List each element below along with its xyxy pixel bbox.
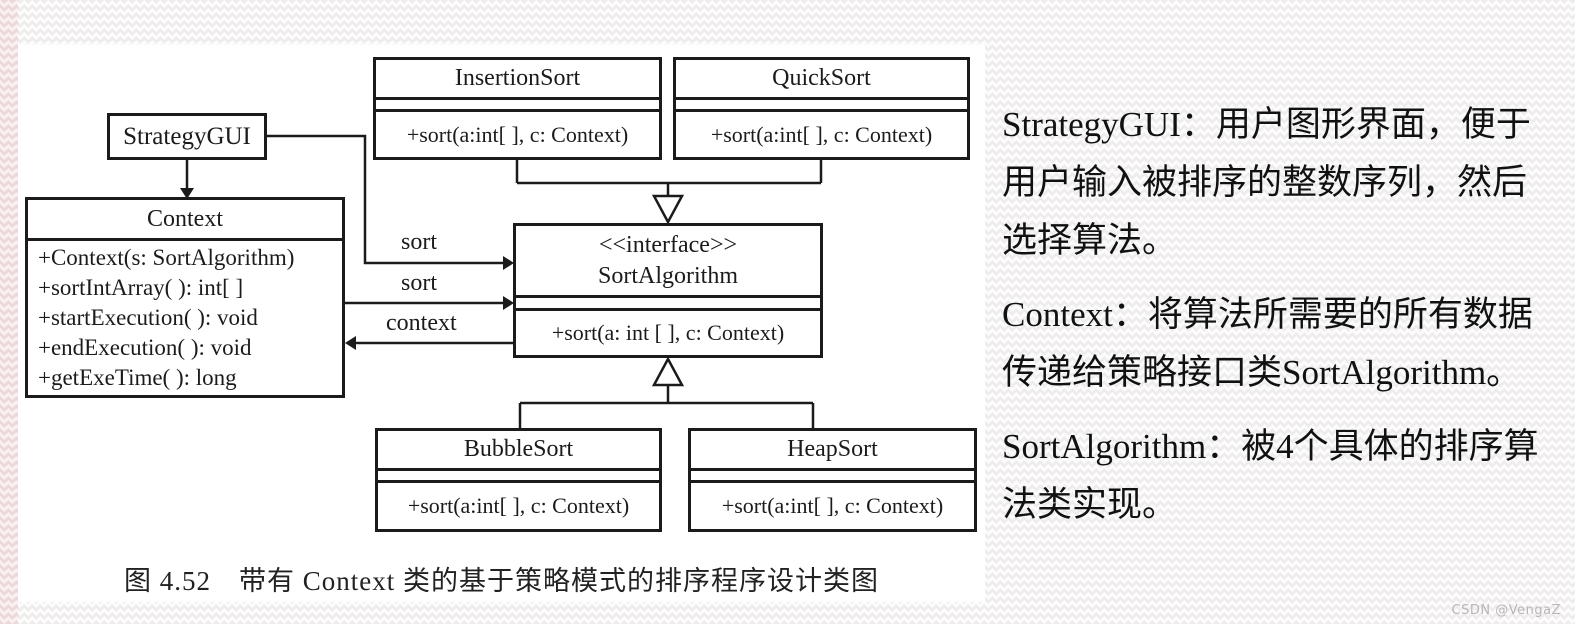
edge-label-sort-top: sort bbox=[401, 229, 437, 255]
realization-top-classes bbox=[515, 160, 823, 225]
realization-bottom-classes bbox=[518, 356, 815, 428]
class-name-insertionsort: InsertionSort bbox=[376, 60, 659, 100]
class-box-heapsort: HeapSort +sort(a:int[ ], c: Context) bbox=[688, 428, 977, 532]
empty-attributes-compartment bbox=[378, 471, 659, 483]
figure-caption: 图 4.52 带有 Context 类的基于策略模式的排序程序设计类图 bbox=[124, 566, 879, 596]
annotation-line: 选择算法。 bbox=[1002, 221, 1178, 260]
class-box-insertionsort: InsertionSort +sort(a:int[ ], c: Context… bbox=[373, 57, 662, 160]
class-box-quicksort: QuickSort +sort(a:int[ ], c: Context) bbox=[673, 57, 970, 160]
annotation-line: Context：将算法所需要的所有数据 bbox=[1002, 295, 1533, 334]
csdn-watermark: CSDN @VengaZ bbox=[1451, 603, 1561, 618]
empty-attributes-compartment bbox=[516, 298, 820, 311]
empty-attributes-compartment bbox=[376, 100, 659, 112]
figure-panel: StrategyGUI Context +Context(s: SortAlgo… bbox=[18, 45, 985, 602]
class-box-strategygui: StrategyGUI bbox=[107, 113, 267, 160]
method-item: +sort(a:int[ ], c: Context) bbox=[710, 121, 933, 147]
class-name-bubblesort: BubbleSort bbox=[378, 431, 659, 471]
class-name-context: Context bbox=[28, 200, 342, 241]
annotation-context: Context：将算法所需要的所有数据 传递给策略接口类SortAlgorith… bbox=[1002, 286, 1568, 402]
method-item: +sort(a: int [ ], c: Context) bbox=[551, 320, 785, 345]
annotation-line: StrategyGUI：用户图形界面，便于 bbox=[1002, 105, 1531, 144]
method-item: +sort(a:int[ ], c: Context) bbox=[406, 121, 629, 147]
method-item: +sort(a:int[ ], c: Context) bbox=[407, 493, 630, 518]
annotation-strategygui: StrategyGUI：用户图形界面，便于 用户输入被排序的整数序列，然后 选择… bbox=[1002, 96, 1568, 270]
annotation-line: SortAlgorithm：被4个具体的排序算 bbox=[1002, 427, 1539, 466]
edge-label-sort-bottom: sort bbox=[401, 270, 437, 296]
association-strategygui-context bbox=[180, 160, 194, 199]
annotation-line: 法类实现。 bbox=[1002, 485, 1178, 524]
left-edge-texture bbox=[0, 0, 18, 624]
uml-connectors bbox=[180, 134, 823, 428]
annotation-line: 传递给策略接口类SortAlgorithm。 bbox=[1002, 353, 1522, 392]
stereotype-interface: <<interface>> bbox=[598, 231, 738, 258]
empty-attributes-compartment bbox=[676, 100, 967, 112]
association-sortalgorithm-context bbox=[345, 336, 514, 350]
class-name-sortalgorithm: SortAlgorithm bbox=[597, 262, 738, 289]
class-name-heapsort: HeapSort bbox=[691, 431, 974, 471]
annotation-text: StrategyGUI：用户图形界面，便于 用户输入被排序的整数序列，然后 选择… bbox=[1002, 96, 1568, 550]
class-box-bubblesort: BubbleSort +sort(a:int[ ], c: Context) bbox=[375, 428, 662, 532]
method-item: +Context(s: SortAlgorithm) bbox=[38, 245, 295, 270]
method-item: +getExeTime( ): long bbox=[38, 365, 237, 390]
class-name-quicksort: QuickSort bbox=[676, 60, 967, 100]
annotation-line: 用户输入被排序的整数序列，然后 bbox=[1002, 163, 1528, 202]
edge-label-context: context bbox=[386, 310, 457, 336]
annotation-sortalgorithm: SortAlgorithm：被4个具体的排序算 法类实现。 bbox=[1002, 418, 1568, 534]
class-box-context: Context +Context(s: SortAlgorithm) +sort… bbox=[25, 197, 345, 398]
class-box-sortalgorithm: <<interface>> SortAlgorithm +sort(a: int… bbox=[513, 223, 823, 358]
association-context-sortalgorithm bbox=[345, 296, 514, 310]
class-name-strategygui: StrategyGUI bbox=[123, 122, 251, 150]
method-item: +endExecution( ): void bbox=[38, 335, 252, 360]
method-item: +startExecution( ): void bbox=[38, 305, 258, 330]
method-item: +sortIntArray( ): int[ ] bbox=[38, 275, 244, 300]
association-strategygui-sortalgorithm bbox=[267, 134, 514, 270]
empty-attributes-compartment bbox=[691, 471, 974, 483]
method-item: +sort(a:int[ ], c: Context) bbox=[721, 493, 944, 518]
